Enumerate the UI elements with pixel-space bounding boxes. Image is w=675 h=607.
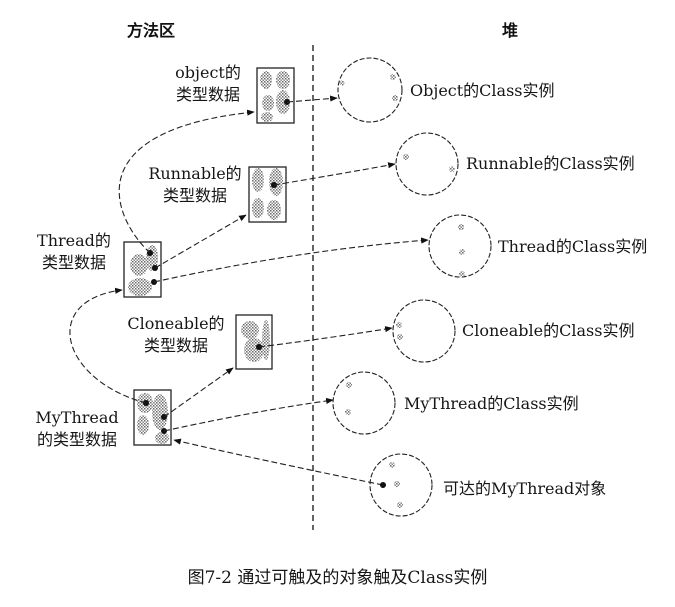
arrow-runnable-to-class: [273, 162, 396, 186]
type-data-box-object: [256, 67, 295, 124]
arrow-object-to-class: [286, 95, 338, 103]
class-instance-label-thread: Thread的Class实例: [498, 237, 648, 256]
class-instance-label-cloneable: Cloneable的Class实例: [462, 321, 635, 340]
arrow-thread-to-object: [118, 109, 255, 254]
type-data-label-thread: Thread的 类型数据: [26, 230, 122, 274]
label-line: Runnable的: [148, 164, 242, 183]
class-instance-circle-cloneable: [392, 299, 456, 363]
reachable-object-label: 可达的MyThread对象: [443, 479, 607, 498]
arrow-thread-to-class: [153, 237, 429, 283]
type-data-label-mythread: MyThread 的类型数据: [22, 407, 132, 451]
label-line: Cloneable的: [127, 314, 225, 333]
heap-header: 堆: [502, 21, 519, 40]
type-data-box-thread: [123, 241, 162, 298]
label-line: 类型数据: [175, 85, 240, 104]
arrow-cloneable-to-class: [258, 326, 393, 348]
label-line: MyThread: [35, 408, 119, 427]
type-data-box-mythread: [133, 389, 172, 446]
arrow-thread-to-runnable: [154, 214, 247, 269]
class-instance-label-runnable: Runnable的Class实例: [466, 154, 635, 173]
label-line: Thread的: [37, 231, 111, 250]
label-line: 类型数据: [143, 336, 208, 355]
type-data-label-object: object的 类型数据: [160, 62, 256, 106]
type-data-label-cloneable: Cloneable的 类型数据: [116, 313, 236, 357]
class-instance-label-object: Object的Class实例: [410, 81, 555, 100]
class-instance-label-mythread: MyThread的Class实例: [404, 394, 579, 413]
class-instance-circle-mythread: [332, 371, 396, 435]
label-line: 类型数据: [162, 186, 227, 205]
label-line: 类型数据: [41, 253, 106, 272]
arrow-mythread-to-thread: [69, 287, 147, 404]
method-area-header: 方法区: [127, 21, 176, 40]
type-data-box-runnable: [248, 166, 287, 223]
type-data-box-cloneable: [235, 314, 273, 370]
class-instance-circle-object: [337, 57, 403, 123]
arrow-mythread-to-cloneable: [163, 367, 234, 418]
class-instance-circle-thread: [428, 214, 492, 278]
label-line: 的类型数据: [36, 430, 117, 449]
arrow-mythread-to-class: [163, 397, 334, 432]
reachable-object-circle: [369, 453, 433, 517]
type-data-label-runnable: Runnable的 类型数据: [140, 163, 250, 207]
arrow-object-to-mythread-type: [173, 438, 384, 486]
class-instance-circle-runnable: [395, 132, 459, 196]
figure-caption: 图7-2 通过可触及的对象触及Class实例: [187, 568, 488, 588]
label-line: object的: [175, 63, 241, 82]
